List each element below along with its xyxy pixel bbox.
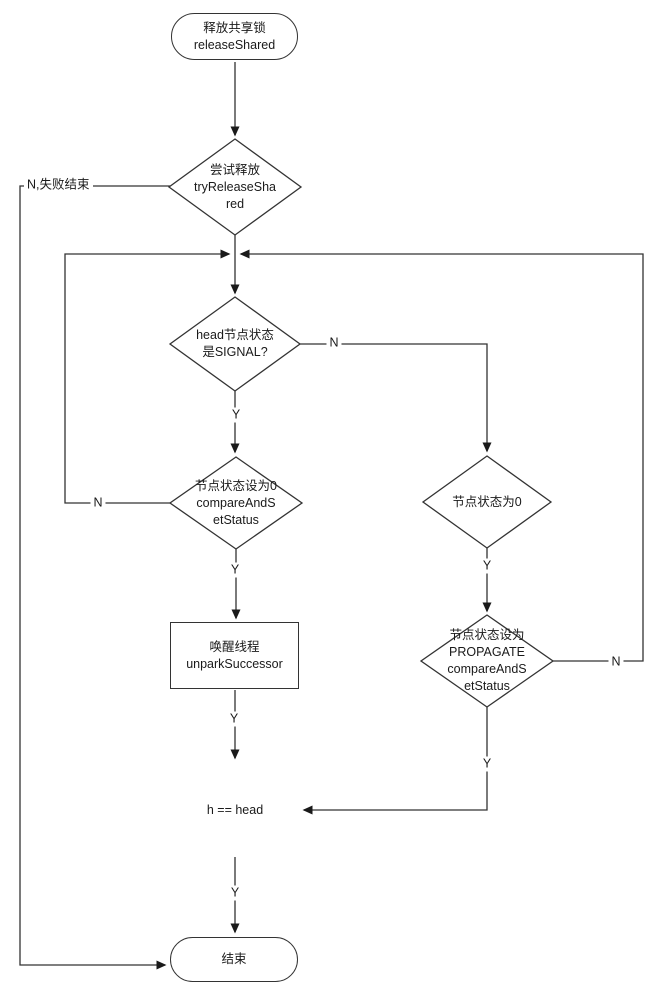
edge-signal-n-to-statuszero [300, 343, 492, 453]
start-node-label: 释放共享锁 releaseShared [193, 20, 276, 52]
cas-zero-diamond [168, 456, 304, 550]
status-zero-diamond [421, 455, 553, 549]
signal-n-edge-label: N [326, 335, 342, 351]
signal-y-edge-label: Y [228, 407, 244, 423]
edge-propagate-n-loop [239, 249, 644, 662]
h-eq-head-y-edge-label: Y [227, 885, 243, 901]
head-signal-diamond [168, 296, 302, 392]
unpark-successor-node: 唤醒线程 unparkSuccessor [170, 622, 299, 689]
edge-caszero-n-loop [64, 249, 231, 504]
propagate-n-edge-label: N [608, 654, 624, 670]
end-node-label: 结束 [221, 952, 247, 966]
edge-propagate-y-to-hhead [302, 707, 488, 815]
status-zero-y-edge-label: Y [479, 558, 495, 574]
unpark-y-edge-label: Y [226, 711, 242, 727]
try-release-diamond [167, 138, 303, 236]
cas-zero-n-edge-label: N [90, 495, 106, 511]
end-node: 结束 [170, 937, 298, 982]
propagate-y-edge-label: Y [479, 756, 495, 772]
unpark-successor-label: 唤醒线程 unparkSuccessor [186, 639, 283, 671]
start-node: 释放共享锁 releaseShared [171, 13, 298, 60]
cas-propagate-diamond [419, 614, 555, 708]
edge-tryrelease-n-to-end [19, 185, 170, 970]
cas-zero-y-edge-label: Y [227, 562, 243, 578]
fail-end-edge-label: N,失败结束 [24, 177, 93, 193]
